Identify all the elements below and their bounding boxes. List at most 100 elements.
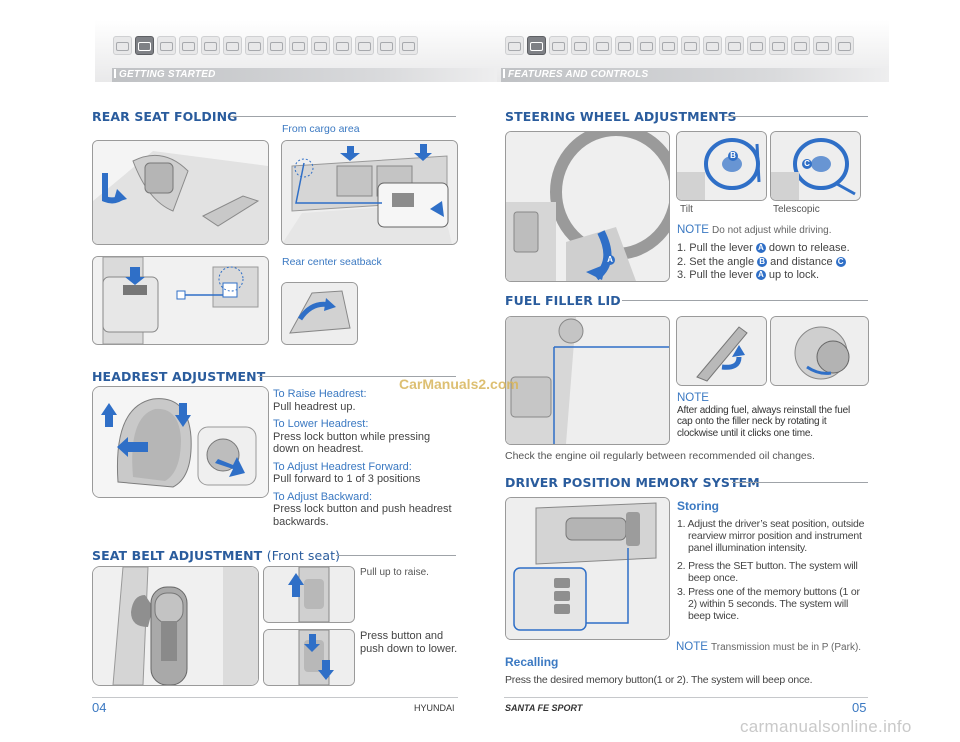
headrest-title: HEADREST ADJUSTMENT — [92, 369, 266, 384]
footer-brand: HYUNDAI — [414, 703, 455, 713]
header-tab-right — [501, 68, 889, 82]
seat-belt-photo — [92, 566, 259, 686]
belt-lower-caption: Press button and push down to lower. — [360, 630, 458, 655]
seat-belt-illustration — [93, 567, 258, 685]
fuel-release-illustration — [506, 317, 669, 444]
storing-title: Storing — [677, 499, 719, 513]
forward-text: Pull forward to 1 of 3 positions — [273, 473, 421, 485]
tire-icon — [377, 36, 396, 55]
raise-text: Pull headrest up. — [273, 400, 356, 413]
page-number-left: 04 — [92, 700, 107, 715]
memory-step-2: 2. Press the SET button. The system will… — [677, 560, 858, 584]
phone-icon — [659, 36, 678, 55]
memory-note-text: Transmission must be in P (Park). — [711, 642, 862, 653]
phone-icon — [267, 36, 286, 55]
person-icon — [791, 36, 810, 55]
camera-icon — [747, 36, 766, 55]
fuel-door-illustration — [677, 317, 766, 385]
belt-lower-illustration — [264, 630, 354, 685]
seat-icon — [113, 36, 132, 55]
label-b: B — [728, 151, 738, 161]
memory-rule — [732, 482, 868, 483]
section-label-right: FEATURES AND CONTROLS — [503, 69, 648, 80]
map-icon — [703, 36, 722, 55]
fuel-release-photo — [505, 316, 670, 445]
recalling-text: Press the desired memory button(1 or 2).… — [505, 674, 813, 686]
steering-step-1: 1. Pull the lever A down to release. — [677, 242, 850, 254]
belt-raise-caption: Pull up to raise. — [360, 567, 429, 578]
radio-icon — [637, 36, 656, 55]
media-icon — [333, 36, 352, 55]
home-icon — [593, 36, 612, 55]
steering-note-text: Do not adjust while driving. — [712, 225, 832, 236]
recalling-title: Recalling — [505, 655, 559, 669]
tilt-caption: Tilt — [680, 204, 693, 215]
from-cargo-caption: From cargo area — [282, 123, 360, 135]
belt-lower-photo — [263, 629, 355, 686]
car-icon — [223, 36, 242, 55]
seat-lever-illustration — [93, 141, 268, 244]
lower-label: To Lower Headrest: — [273, 418, 369, 430]
map-icon — [311, 36, 330, 55]
page-number-right: 05 — [852, 700, 867, 715]
wiper-icon — [571, 36, 590, 55]
tilt-illustration — [677, 132, 766, 200]
rear-seat-lever-photo — [92, 140, 269, 245]
fuel-rule — [622, 300, 868, 301]
memory-note-label: NOTE — [676, 641, 708, 653]
online-watermark: carmanualsonline.info — [740, 717, 912, 736]
headrest-item-lower: To Lower Headrest: Press lock button whi… — [273, 418, 456, 456]
seat-belt-title-main: SEAT BELT ADJUSTMENT — [92, 548, 263, 563]
child-icon — [813, 36, 832, 55]
header-icon-row-left — [113, 36, 418, 55]
climate-icon — [201, 36, 220, 55]
rear-seat-title: REAR SEAT FOLDING — [92, 109, 238, 124]
carmanuals-watermark: CarManuals2.com — [399, 376, 519, 392]
bluetooth-icon — [681, 36, 700, 55]
belt-raise-photo — [263, 566, 355, 623]
headrest-item-backward: To Adjust Backward: Press lock button an… — [273, 491, 456, 529]
backward-label: To Adjust Backward: — [273, 490, 373, 503]
fuel-cap-photo — [770, 316, 869, 386]
bluetooth-icon — [289, 36, 308, 55]
memory-buttons-photo — [505, 497, 670, 640]
header-icon-row-right — [505, 36, 854, 55]
seat-belt-title: SEAT BELT ADJUSTMENT (Front seat) — [92, 548, 340, 563]
car-icon — [615, 36, 634, 55]
header-tab-left — [112, 68, 497, 82]
steering-lever-photo: A — [505, 131, 670, 282]
telescopic-photo: C — [770, 131, 861, 201]
fuel-cap-illustration — [771, 317, 868, 385]
cargo-area-photo — [281, 140, 458, 245]
headrest-instructions: To Raise Headrest: Pull headrest up. To … — [273, 388, 456, 528]
info-icon — [835, 36, 854, 55]
check-oil-text: Check the engine oil regularly between r… — [505, 450, 815, 462]
steering-step-3: 3. Pull the lever A up to lock. — [677, 269, 820, 281]
memory-note: NOTE Transmission must be in P (Park). — [676, 641, 876, 655]
steering-lever-illustration — [506, 132, 669, 281]
tilt-photo: B — [676, 131, 767, 201]
steering-title: STEERING WHEEL ADJUSTMENTS — [505, 109, 737, 124]
label-b-marker: B — [728, 146, 738, 164]
steering-steps: 1. Pull the lever A down to release. 2. … — [677, 242, 869, 283]
steering-step-2: 2. Set the angle B and distance C — [677, 256, 869, 270]
radio-icon — [245, 36, 264, 55]
rear-center-caption: Rear center seatback — [282, 256, 382, 268]
info-icon — [399, 36, 418, 55]
seat-icon — [505, 36, 524, 55]
tire-icon — [769, 36, 788, 55]
mirror-icon — [157, 36, 176, 55]
headrest-item-forward: To Adjust Headrest Forward: Pull forward… — [273, 461, 456, 486]
camera-icon — [355, 36, 374, 55]
label-a-marker: A — [605, 250, 615, 268]
belt-raise-illustration — [264, 567, 354, 622]
seat-belt-subtitle: (Front seat) — [266, 548, 341, 563]
rear-center-release-photo — [92, 256, 269, 345]
memory-steps: 1. Adjust the driver’s seat position, ou… — [677, 518, 869, 622]
telescopic-illustration — [771, 132, 860, 200]
label-a: A — [605, 255, 615, 265]
steering-note-label: NOTE — [677, 224, 709, 236]
seat-belt-rule — [336, 555, 456, 556]
memory-step-3: 3. Press one of the memory buttons (1 or… — [677, 586, 860, 622]
fuel-note-text: After adding fuel, always reinstall the … — [677, 404, 850, 439]
